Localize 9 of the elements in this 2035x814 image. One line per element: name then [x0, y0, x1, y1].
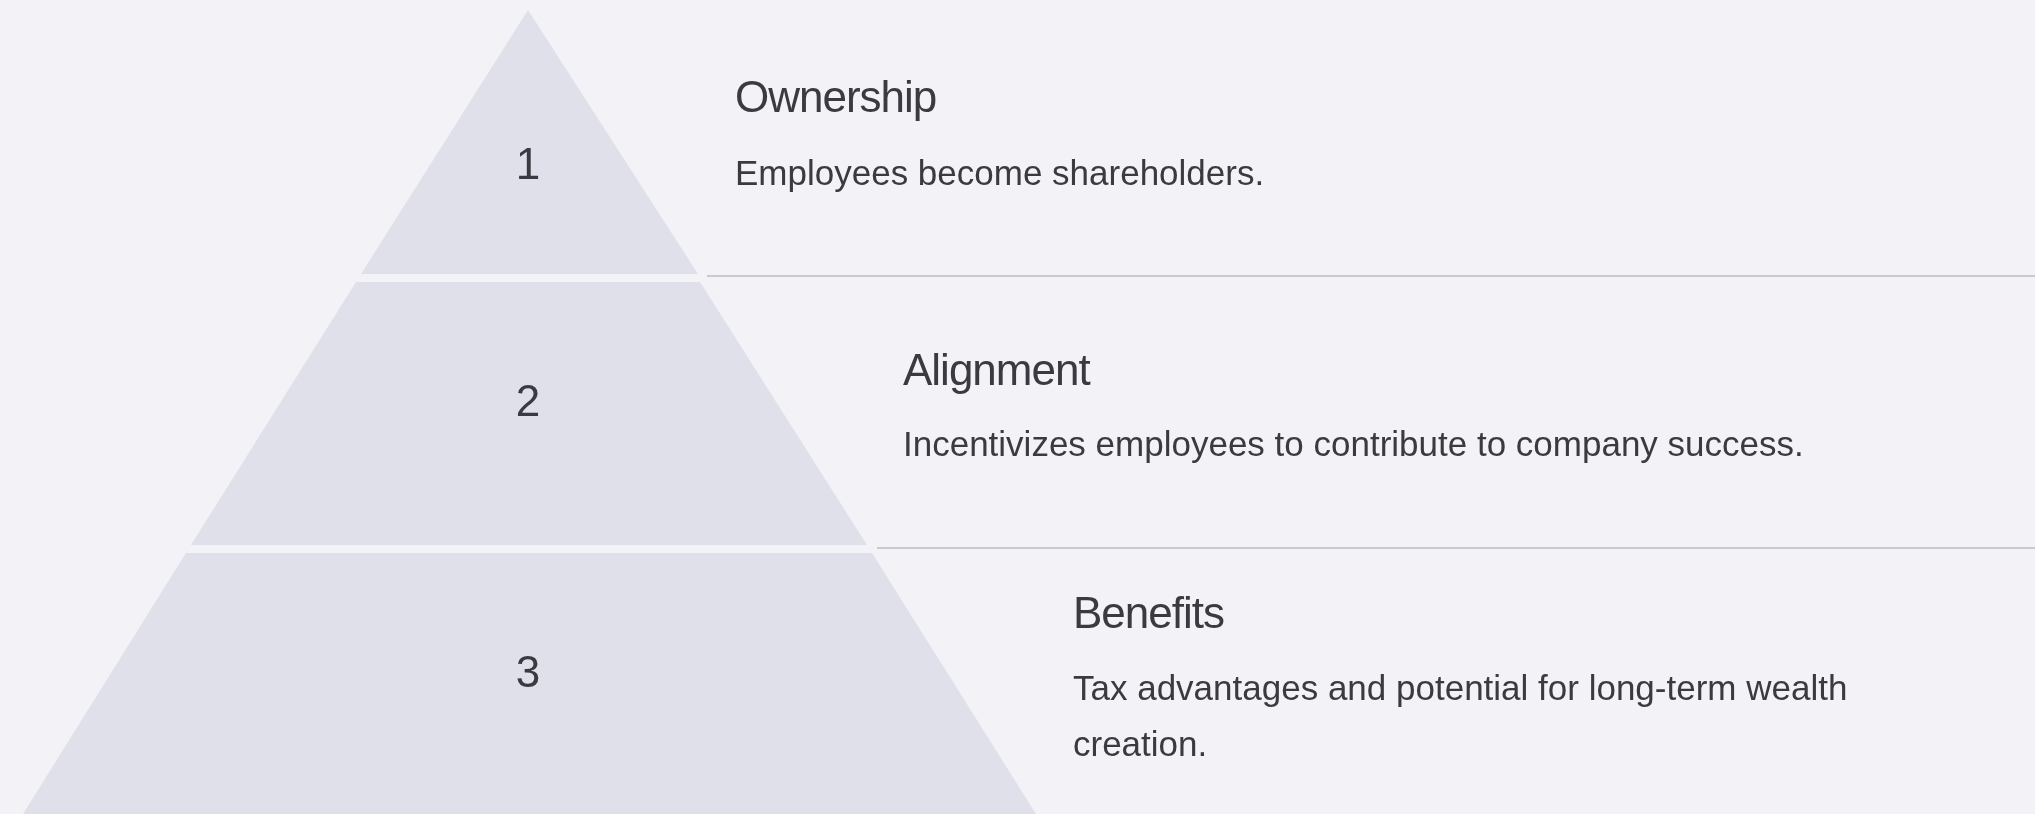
- level-heading: Alignment: [903, 345, 1090, 395]
- level-number: 1: [515, 139, 541, 189]
- level-heading: Ownership: [735, 72, 937, 122]
- level-number: 2: [515, 376, 541, 426]
- level-number: 3: [515, 647, 541, 697]
- level-description: Tax advantages and potential for long-term wealth creation.: [1073, 667, 1849, 765]
- level-description: Incentivizes employees to contribute to company success.: [903, 423, 1805, 465]
- level-heading: Benefits: [1073, 588, 1224, 638]
- level-description: Employees become shareholders.: [735, 152, 1266, 194]
